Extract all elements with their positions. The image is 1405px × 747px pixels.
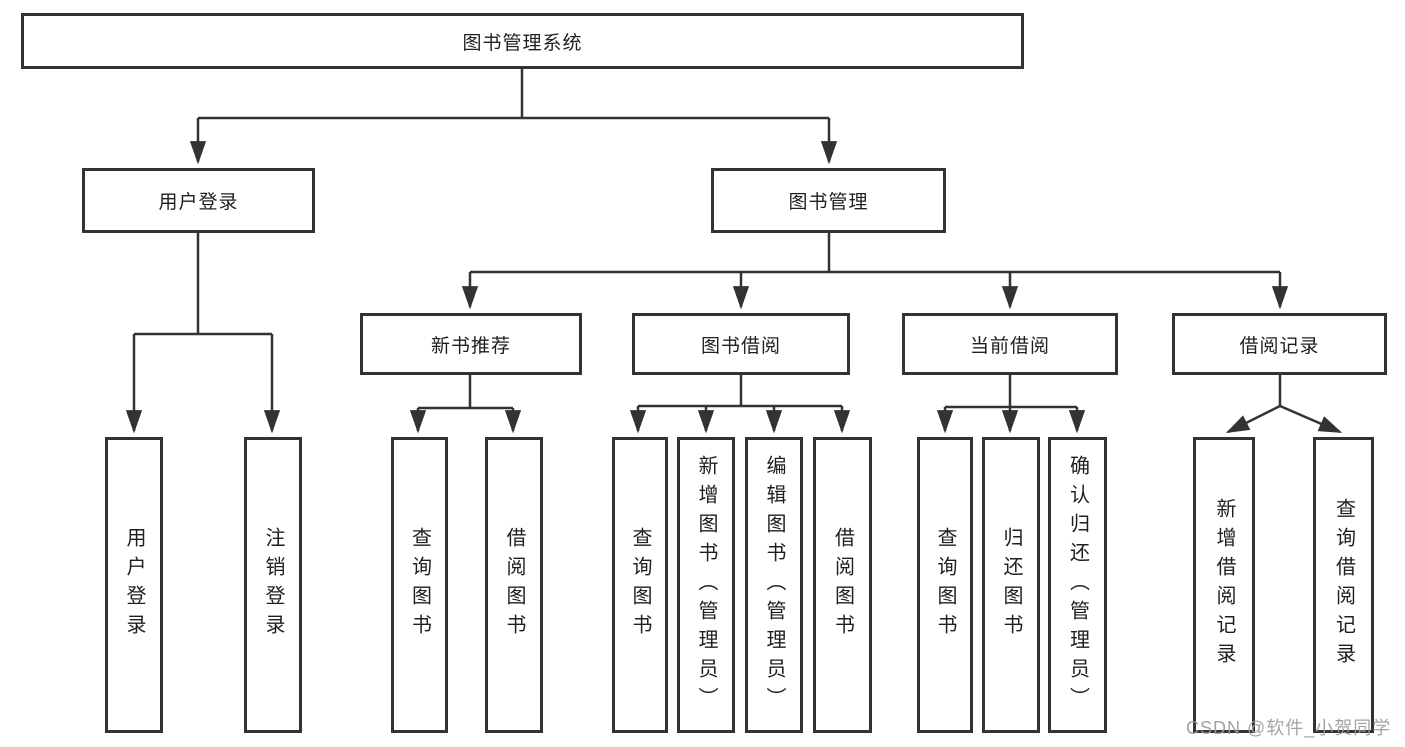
leaf-add-books-admin: 新增图书（管理员）: [677, 437, 735, 733]
leaf-query-books-current: 查询图书: [917, 437, 973, 733]
node-user-login-label: 用户登录: [158, 192, 239, 213]
leaf-query-borrow-record: 查询借阅记录: [1313, 437, 1374, 733]
leaf-query-books-borrow-label: 查询图书: [629, 527, 651, 643]
leaf-return-books-label: 归还图书: [1000, 527, 1022, 643]
leaf-query-books-recommend: 查询图书: [391, 437, 448, 733]
leaf-borrow-books-label: 借阅图书: [831, 527, 854, 643]
leaf-confirm-return-admin: 确认归还（管理员）: [1048, 437, 1107, 733]
csdn-watermark: CSDN @软件_小贺同学: [1186, 718, 1392, 738]
leaf-user-login: 用户登录: [105, 437, 163, 733]
node-borrow-records: 借阅记录: [1172, 313, 1387, 375]
leaf-query-borrow-record-label: 查询借阅记录: [1332, 498, 1355, 672]
leaf-query-books-borrow: 查询图书: [612, 437, 668, 733]
leaf-query-books-current-label: 查询图书: [934, 527, 956, 643]
node-current-borrow: 当前借阅: [902, 313, 1118, 375]
node-borrow-records-label: 借阅记录: [1239, 335, 1320, 357]
leaf-confirm-return-admin-label: 确认归还（管理员）: [1066, 454, 1089, 716]
node-root-label: 图书管理系统: [462, 32, 583, 54]
leaf-borrow-books: 借阅图书: [813, 437, 872, 733]
node-root: 图书管理系统: [21, 13, 1024, 69]
leaf-add-books-admin-label: 新增图书（管理员）: [695, 454, 717, 716]
node-user-login: 用户登录: [82, 168, 315, 233]
node-book-borrow-label: 图书借阅: [700, 335, 781, 357]
leaf-return-books: 归还图书: [982, 437, 1040, 733]
leaf-borrow-books-recommend: 借阅图书: [485, 437, 543, 733]
leaf-add-borrow-record: 新增借阅记录: [1193, 437, 1255, 733]
leaf-logout-label: 注销登录: [262, 527, 284, 643]
node-book-borrow: 图书借阅: [632, 313, 850, 375]
node-new-book-recommend-label: 新书推荐: [430, 335, 511, 357]
leaf-borrow-books-recommend-label: 借阅图书: [503, 527, 525, 643]
leaf-user-login-label: 用户登录: [123, 527, 145, 643]
node-book-management: 图书管理: [711, 168, 946, 233]
node-current-borrow-label: 当前借阅: [969, 335, 1050, 357]
node-new-book-recommend: 新书推荐: [360, 313, 582, 375]
leaf-edit-books-admin: 编辑图书（管理员）: [745, 437, 803, 733]
leaf-logout: 注销登录: [244, 437, 302, 733]
leaf-query-books-recommend-label: 查询图书: [408, 527, 431, 643]
leaf-edit-books-admin-label: 编辑图书（管理员）: [763, 454, 785, 716]
leaf-add-borrow-record-label: 新增借阅记录: [1213, 498, 1235, 672]
node-book-management-label: 图书管理: [788, 192, 869, 213]
